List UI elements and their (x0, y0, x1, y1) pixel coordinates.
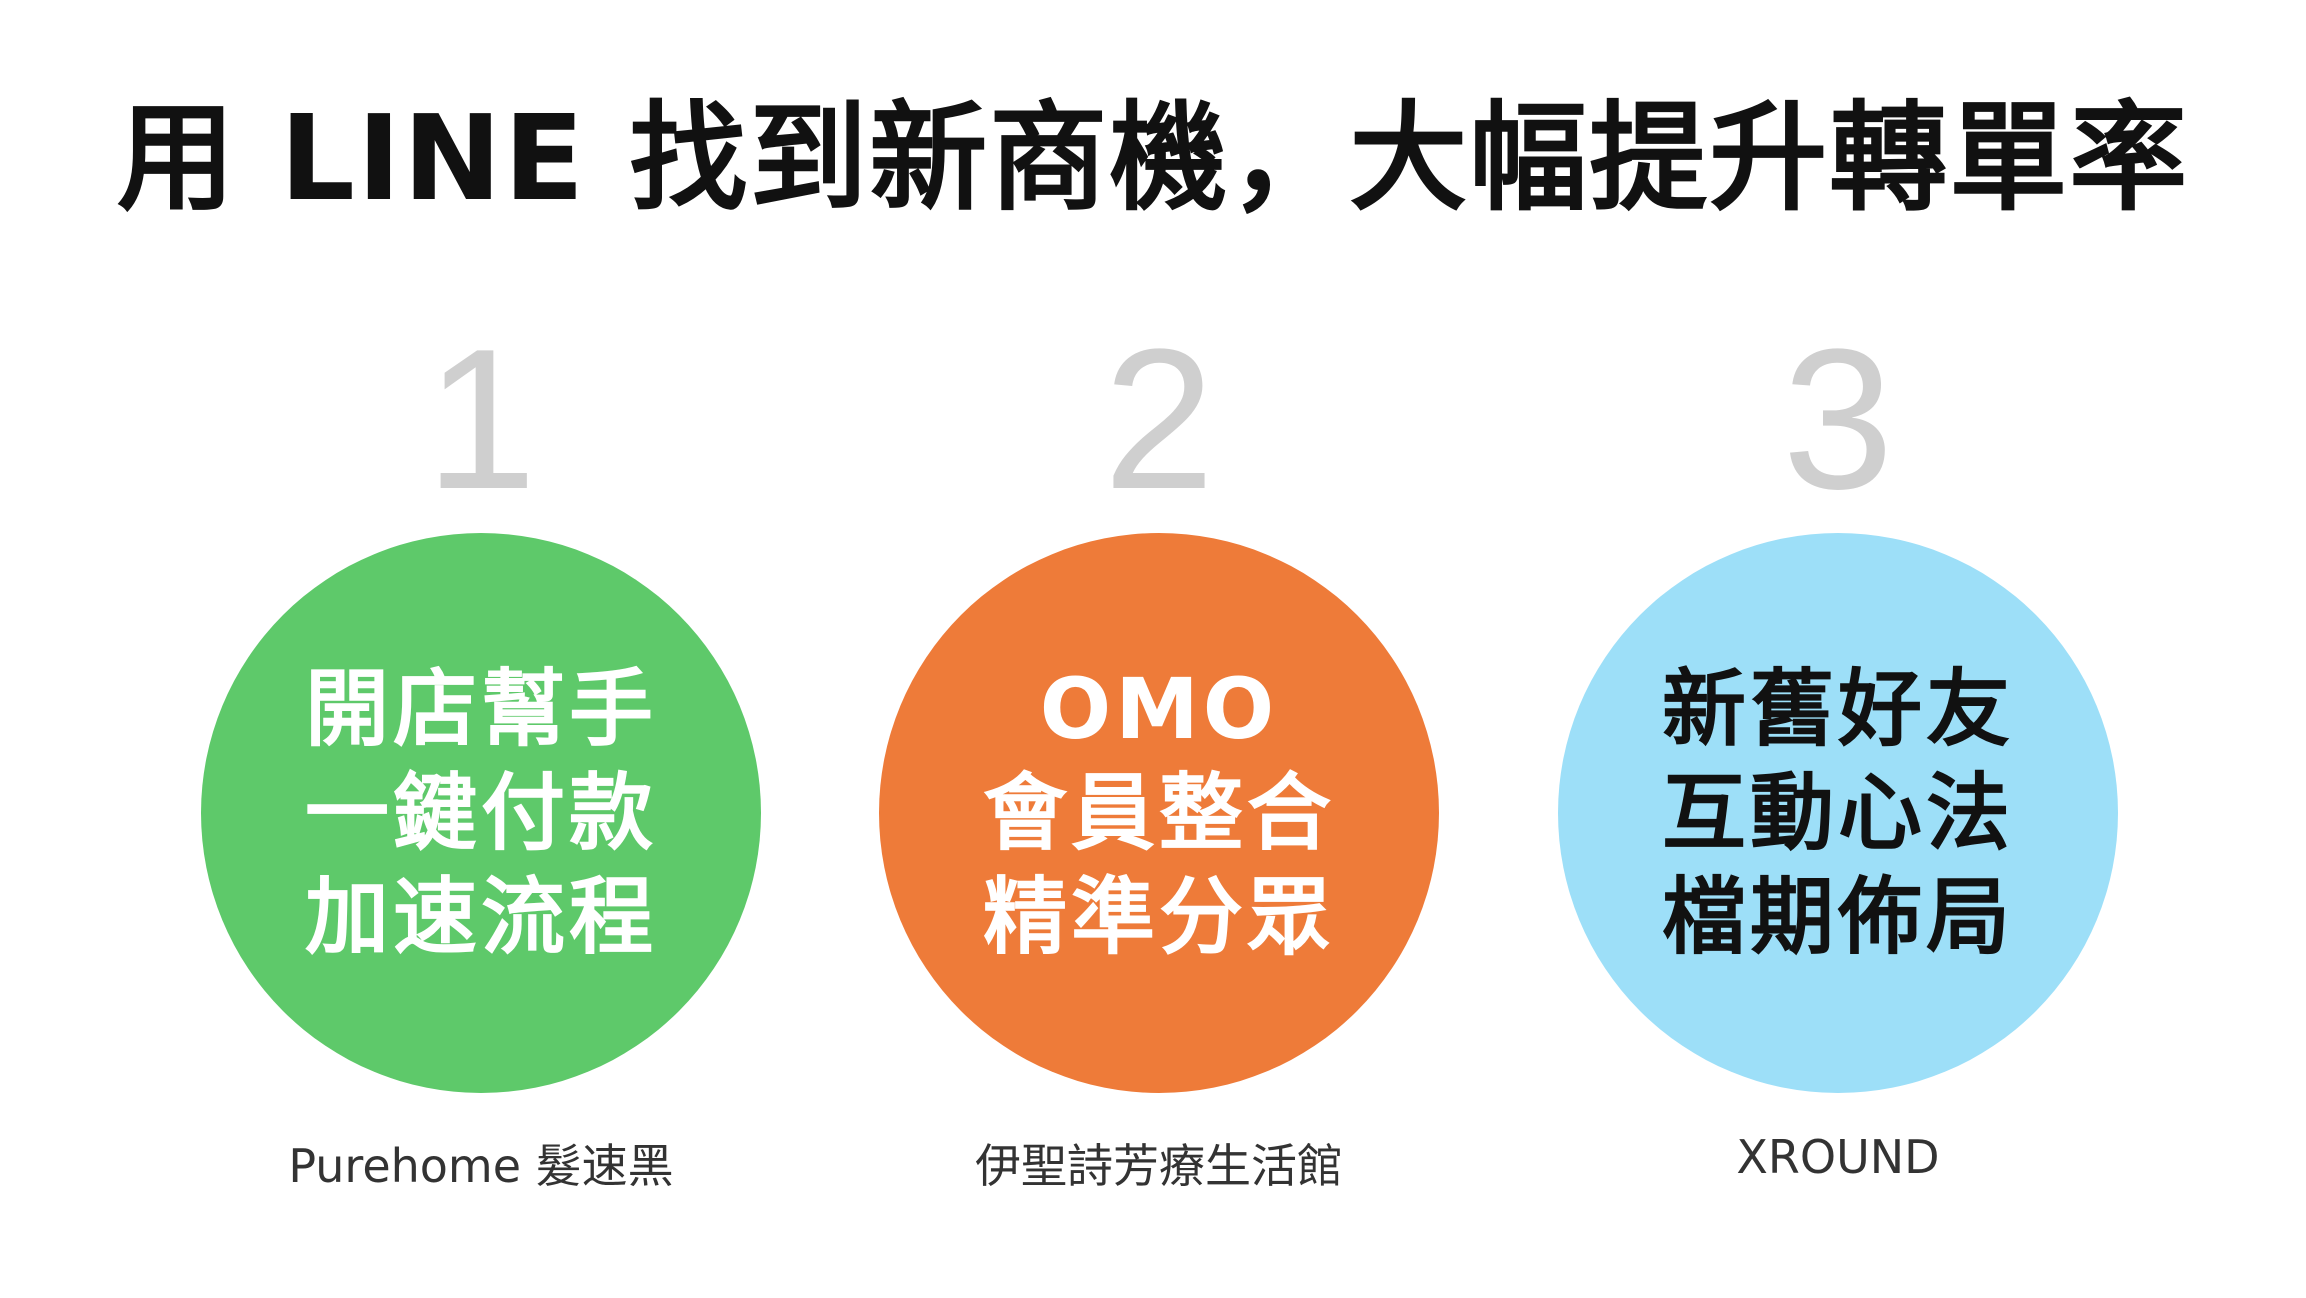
feature-line: 檔期佈局 (1661, 868, 2014, 966)
feature-line: 開店幫手 (304, 660, 657, 758)
case-caption: Purehome 髮速黑 (288, 1139, 674, 1193)
feature-line: 新舊好友 (1661, 660, 2014, 758)
feature-line: 一鍵付款 (304, 764, 657, 862)
feature-line: 互動心法 (1661, 764, 2014, 862)
page-title: 用 LINE 找到新商機，大幅提升轉單率 (116, 89, 2190, 227)
feature-line: 加速流程 (304, 868, 657, 966)
step-number: 3 (1782, 308, 1894, 531)
feature-circle-green: 開店幫手 一鍵付款 加速流程 (201, 533, 761, 1093)
case-caption: XROUND (1736, 1130, 1940, 1184)
case-caption: 伊聖詩芳療生活館 (975, 1139, 1343, 1193)
feature-line: 會員整合 (982, 764, 1335, 862)
feature-circle-orange: OMO 會員整合 精準分眾 (879, 533, 1439, 1093)
feature-line: 精準分眾 (982, 868, 1335, 966)
case-column-3: 3 新舊好友 互動心法 檔期佈局 XROUND (1548, 300, 2128, 1220)
step-number: 2 (1103, 308, 1215, 531)
case-column-1: 1 開店幫手 一鍵付款 加速流程 Purehome 髮速黑 (191, 300, 771, 1220)
step-number: 1 (425, 308, 537, 531)
case-column-2: 2 OMO 會員整合 精準分眾 伊聖詩芳療生活館 (869, 300, 1449, 1220)
feature-circle-blue: 新舊好友 互動心法 檔期佈局 (1558, 533, 2118, 1093)
feature-line: OMO (1039, 660, 1279, 758)
